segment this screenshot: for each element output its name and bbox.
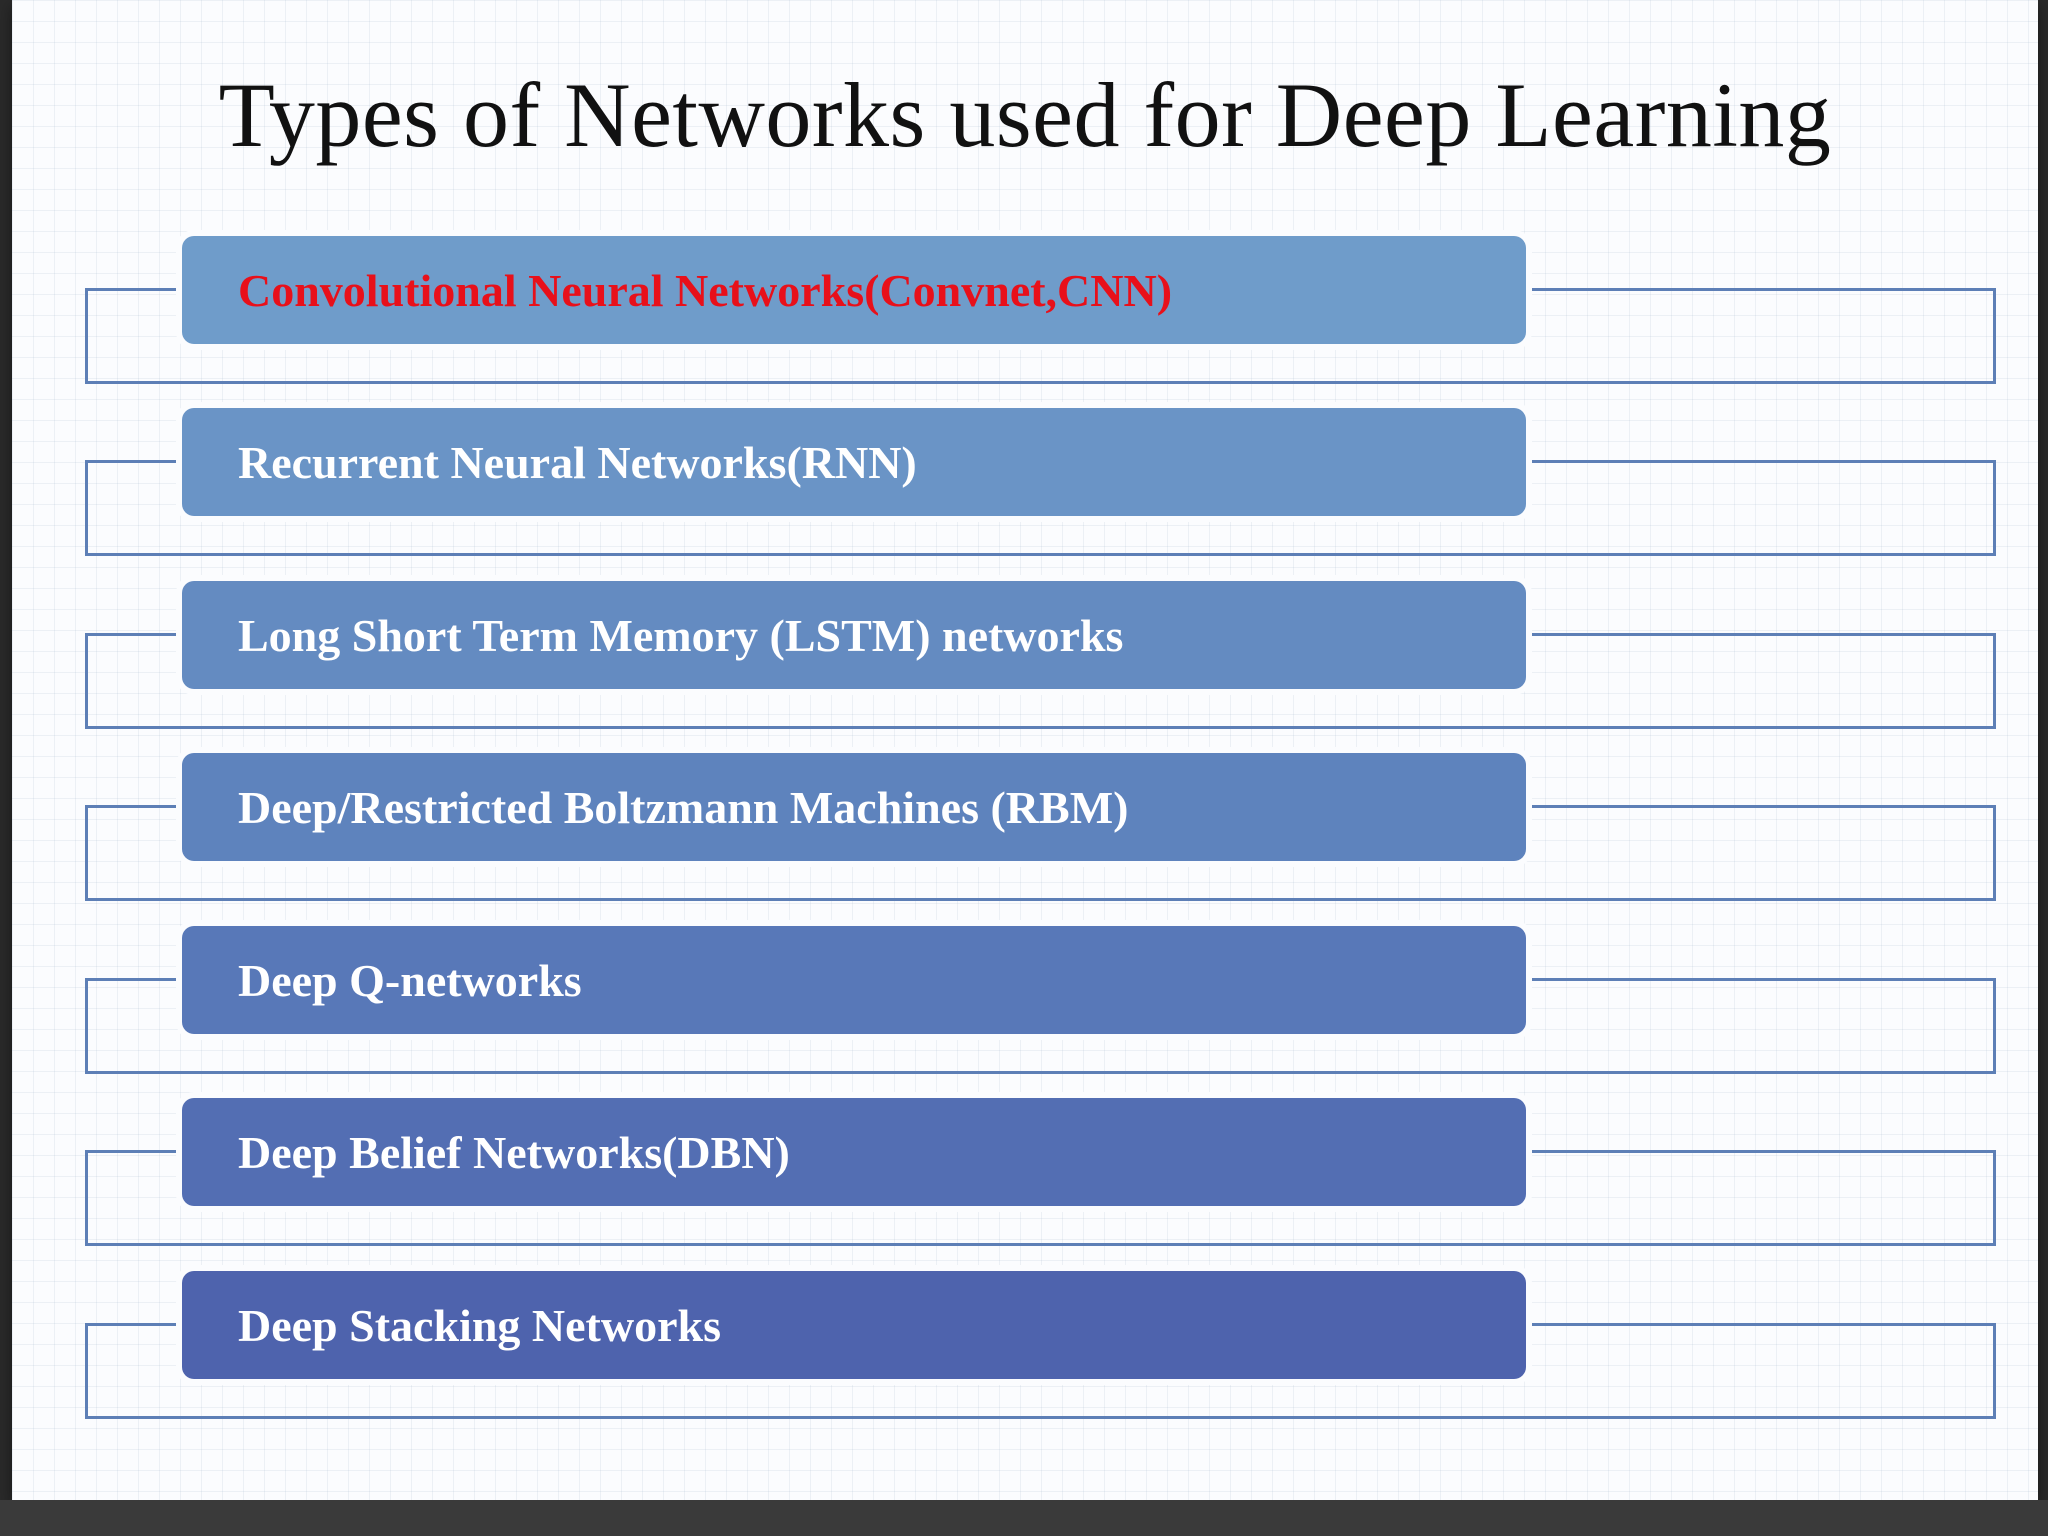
- list-item: Deep Q-networks: [12, 926, 2038, 1086]
- bar-box: Deep Stacking Networks: [182, 1271, 1526, 1379]
- bar-label: Deep Q-networks: [238, 954, 582, 1006]
- list-item: Long Short Term Memory (LSTM) networks: [12, 581, 2038, 741]
- bar-label: Deep Stacking Networks: [238, 1299, 721, 1351]
- bar-box: Long Short Term Memory (LSTM) networks: [182, 581, 1526, 689]
- bar-label: Long Short Term Memory (LSTM) networks: [238, 609, 1124, 661]
- bar-label: Convolutional Neural Networks(Convnet,CN…: [238, 264, 1173, 316]
- slide-title: Types of Networks used for Deep Learning: [218, 64, 1832, 166]
- bar-label: Deep/Restricted Boltzmann Machines (RBM): [238, 781, 1129, 833]
- list-item: Deep Belief Networks(DBN): [12, 1098, 2038, 1258]
- bar-box: Deep Q-networks: [182, 926, 1526, 1034]
- bar-box: Recurrent Neural Networks(RNN): [182, 408, 1526, 516]
- list-item: Deep/Restricted Boltzmann Machines (RBM): [12, 753, 2038, 913]
- slide: Types of Networks used for Deep Learning…: [12, 0, 2038, 1500]
- slide-bottom-shadow: [0, 1500, 2048, 1536]
- list-item: Deep Stacking Networks: [12, 1271, 2038, 1431]
- bar-box: Deep Belief Networks(DBN): [182, 1098, 1526, 1206]
- bar-label: Recurrent Neural Networks(RNN): [238, 436, 917, 488]
- bar-label: Deep Belief Networks(DBN): [238, 1126, 790, 1178]
- bar-box: Convolutional Neural Networks(Convnet,CN…: [182, 236, 1526, 344]
- bar-box: Deep/Restricted Boltzmann Machines (RBM): [182, 753, 1526, 861]
- list-item: Recurrent Neural Networks(RNN): [12, 408, 2038, 568]
- list-item: Convolutional Neural Networks(Convnet,CN…: [12, 236, 2038, 396]
